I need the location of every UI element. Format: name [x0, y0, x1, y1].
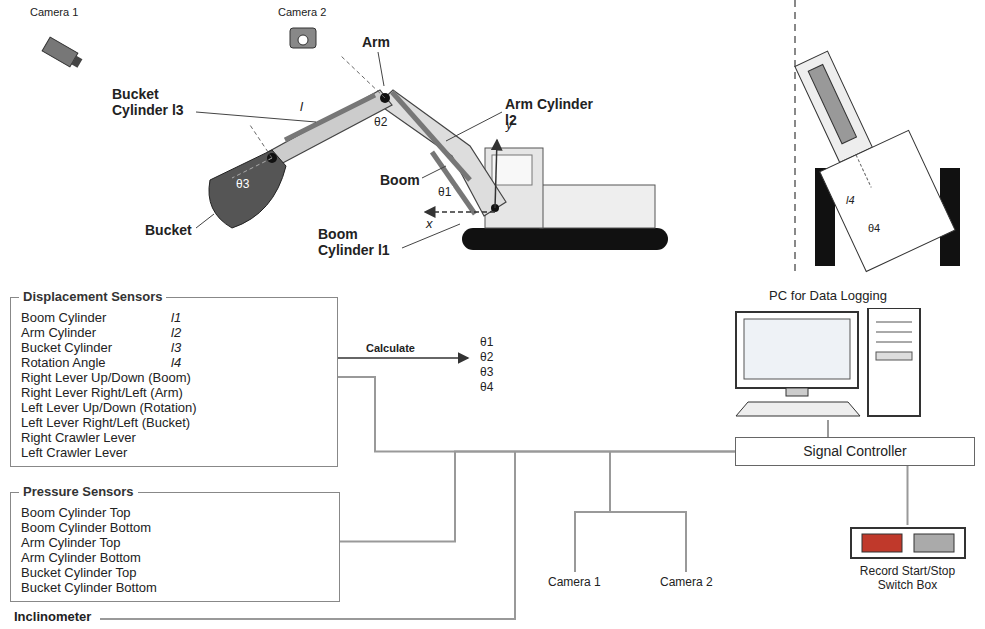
wire-connector: [338, 377, 735, 452]
part-label: Boom Cylinder l1: [318, 226, 410, 258]
top-view: [775, 34, 955, 271]
sensor-item: Right Lever Right/Left (Arm): [21, 385, 183, 400]
box-label: Signal Controller: [744, 443, 966, 460]
wire-connector: [827, 420, 829, 437]
pc-label: PC for Data Logging: [728, 288, 928, 304]
camera-label: Camera 2: [660, 576, 713, 590]
sensor-item: Boom Cylinder Top: [21, 505, 131, 520]
bucket-cylinder: [285, 95, 375, 140]
switch-box: Record Start/Stop Switch Box: [845, 525, 970, 592]
angle-label: θ3: [236, 178, 249, 192]
switch-label: Record Start/Stop Switch Box: [845, 564, 970, 592]
group-heading: Pressure Sensors: [19, 484, 138, 499]
sensor-item: Arm Cylinder Top: [21, 535, 120, 550]
part-label: Arm: [362, 34, 390, 50]
leader-line: [196, 214, 214, 228]
sensor-item: Bucket Cylinder Bottom: [21, 580, 157, 595]
separator-line: [794, 0, 796, 272]
leader-line: [446, 112, 502, 141]
sensor-group-box: Displacement SensorsBoom Cylinderl1Arm C…: [10, 297, 338, 467]
crawler-track: [462, 228, 668, 250]
reference-line: [232, 158, 272, 178]
group-heading: Displacement Sensors: [19, 289, 166, 304]
angle-label: θ4: [868, 222, 880, 235]
reference-line: [250, 125, 272, 158]
calculate-arrow: [338, 357, 468, 359]
sensor-item: Left Lever Up/Down (Rotation): [21, 400, 197, 415]
camera-label: Camera 1: [30, 6, 78, 19]
sensor-group-box: Pressure SensorsBoom Cylinder TopBoom Cy…: [10, 492, 340, 602]
leader-line: [196, 112, 316, 122]
wire-connector: [340, 452, 735, 542]
pc-icon: PC for Data Logging: [728, 288, 928, 420]
angle-label: θ2: [372, 116, 389, 130]
sensor-item: Boom Cylinder: [21, 310, 171, 325]
sensor-item: Rotation Angle: [21, 355, 171, 370]
symbol: l2: [171, 325, 181, 340]
part-label: Arm Cylinder l2: [505, 96, 595, 128]
sensor-item: Right Crawler Lever: [21, 430, 136, 445]
boom: [378, 90, 506, 216]
camera-wire: [609, 451, 611, 512]
angle-label: θ4: [480, 381, 493, 395]
part-label: Bucket: [145, 222, 192, 238]
camera-wire: [575, 512, 686, 572]
sensor-item: Right Lever Up/Down (Boom): [21, 370, 191, 385]
angle-label: θ3: [480, 366, 493, 380]
sensor-item: Left Lever Right/Left (Bucket): [21, 415, 190, 430]
symbol: l4: [171, 355, 181, 370]
sensor-item: Bucket Cylinder: [21, 340, 171, 355]
sensor-item: Boom Cylinder Bottom: [21, 520, 151, 535]
bucket: [209, 150, 286, 228]
camera-icon: [42, 37, 84, 70]
symbol: l1: [171, 310, 181, 325]
angle-label: θ1: [436, 186, 453, 200]
length-label: l: [300, 100, 303, 115]
camera-icon: [290, 28, 316, 48]
cab-window: [492, 155, 532, 185]
angle-label: θ1: [480, 336, 493, 350]
wire-connector: [907, 466, 909, 525]
y-axis: [495, 140, 497, 208]
axis-label: x: [426, 217, 433, 232]
leader-line: [422, 166, 446, 178]
controller-box: Signal Controller: [735, 437, 975, 466]
angle-label: θ2: [480, 351, 493, 365]
engine-deck: [540, 185, 655, 228]
sensor-item: Bucket Cylinder Top: [21, 565, 136, 580]
arm-cylinder: [392, 92, 470, 180]
reference-line: [340, 55, 385, 98]
inclinometer-wire: [100, 451, 515, 619]
camera-label: Camera 1: [548, 576, 601, 590]
sensor-item: Arm Cylinder: [21, 325, 171, 340]
arrow-label: Calculate: [366, 342, 415, 355]
camera-label: Camera 2: [278, 6, 326, 19]
part-label: Bucket Cylinder l3: [112, 86, 212, 118]
leader-line: [378, 52, 384, 86]
part-label: Boom: [380, 172, 420, 188]
sensor-item: Arm Cylinder Bottom: [21, 550, 141, 565]
x-axis: [425, 211, 495, 213]
sensor-item: Left Crawler Lever: [21, 445, 127, 460]
sensor-label: Inclinometer: [14, 610, 91, 625]
arm: [268, 90, 392, 166]
axis-label: y: [506, 118, 513, 133]
symbol: l3: [171, 340, 181, 355]
length-label: l4: [846, 194, 855, 207]
